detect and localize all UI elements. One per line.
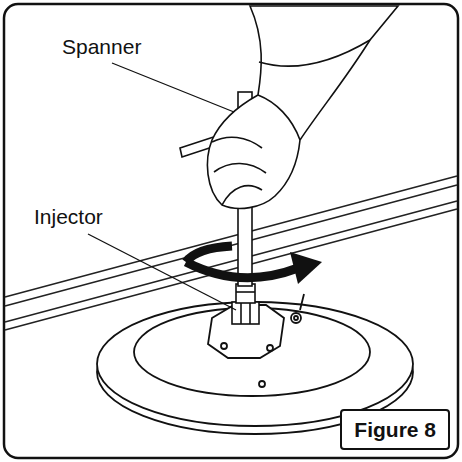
injector: [232, 284, 259, 324]
figure-frame: [4, 4, 458, 458]
leader-line: [88, 234, 236, 310]
leader-lines: [88, 63, 236, 310]
injector-nut: [232, 302, 259, 324]
thumb-line: [258, 95, 300, 140]
nut-edge: [240, 302, 242, 324]
finger-line: [222, 186, 262, 205]
socket-end: [236, 284, 255, 303]
burner-plate-top: [97, 302, 413, 426]
screw: [259, 381, 265, 387]
hand-outline: [207, 6, 398, 208]
hand: [207, 6, 398, 208]
screw: [221, 343, 227, 349]
arrow-band: [186, 262, 298, 278]
screw: [267, 345, 273, 351]
part-label: Spanner: [62, 35, 141, 58]
socket-ring: [236, 291, 255, 293]
arrow-head: [290, 252, 322, 284]
part-label: Injector: [34, 205, 103, 228]
screw: [294, 316, 298, 320]
nut-edge: [249, 302, 251, 324]
screw: [291, 313, 301, 323]
finger-line: [212, 137, 262, 148]
sleeve-cuff: [259, 40, 370, 66]
arrow-band: [186, 246, 232, 262]
finger-line: [214, 163, 266, 173]
ignition-pin: [300, 294, 304, 310]
leader-line: [112, 63, 234, 112]
figure-caption: Figure 8: [340, 409, 450, 450]
